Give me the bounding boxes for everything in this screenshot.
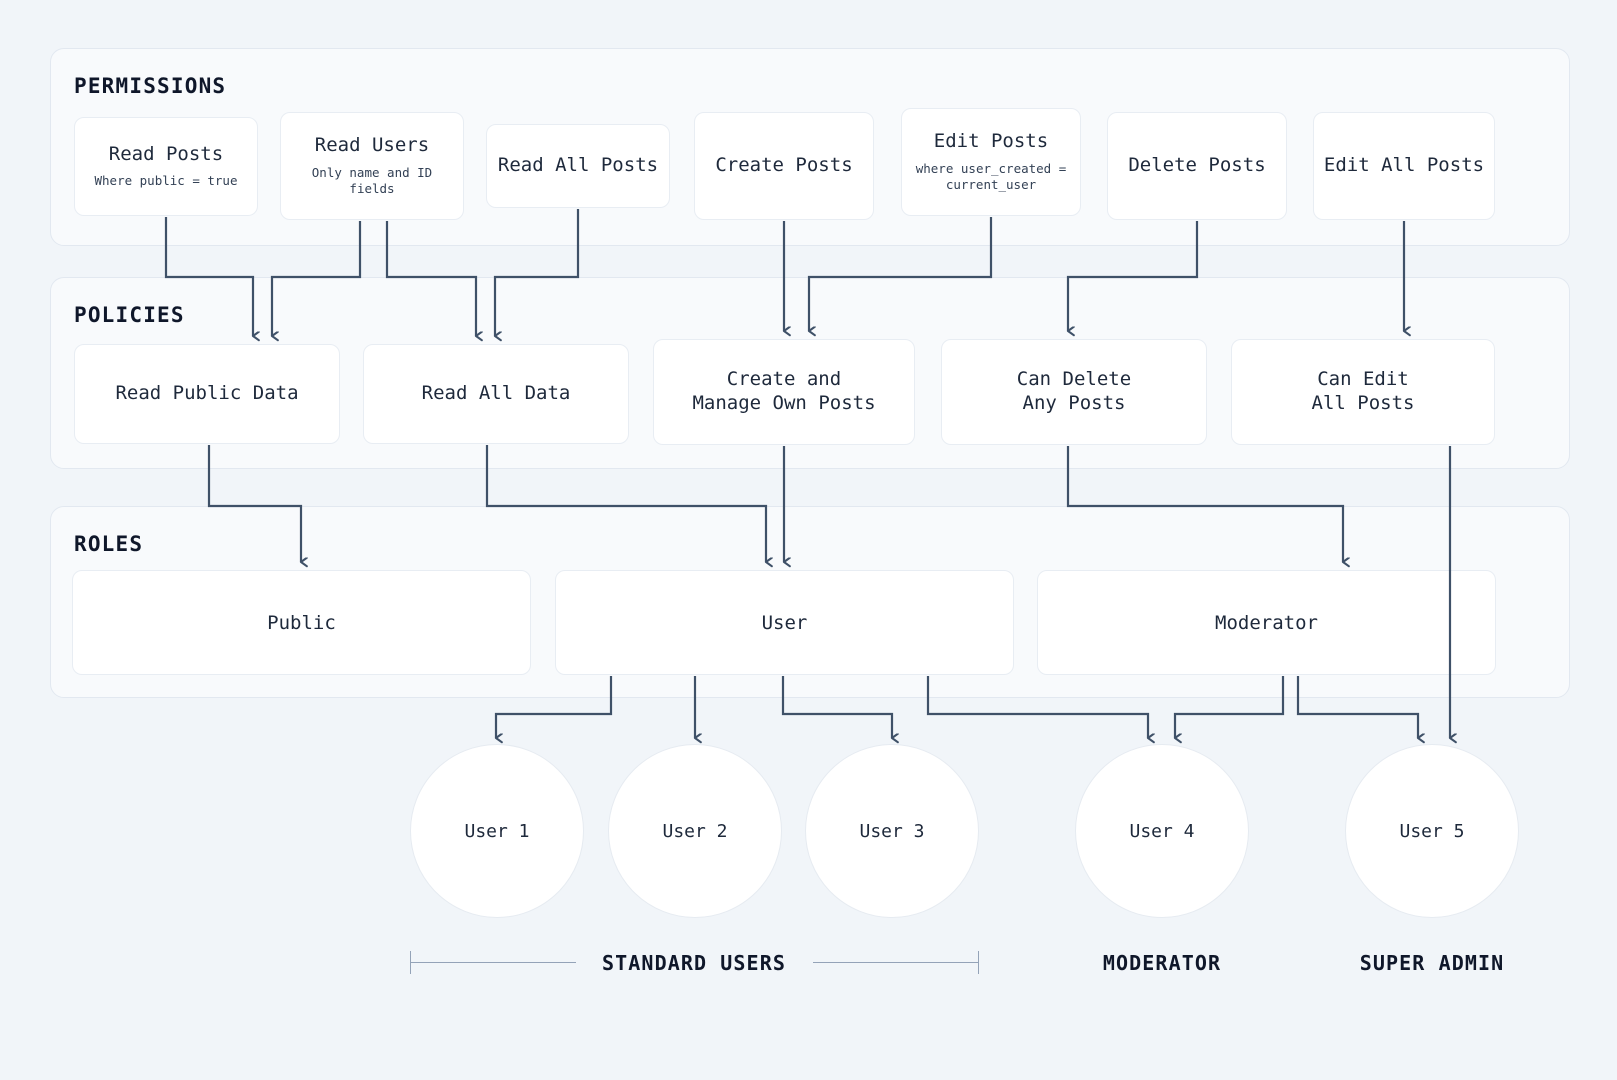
permission-card-create-posts[interactable]: Create Posts — [694, 112, 874, 220]
permission-subtitle: where user_created = current_user — [915, 160, 1067, 193]
permission-card-read-users[interactable]: Read Users Only name and ID fields — [280, 112, 464, 220]
standard-users-bracket-left-cap — [410, 951, 411, 974]
group-label-super-admin: SUPER ADMIN — [1359, 951, 1505, 975]
roles-heading: ROLES — [74, 532, 144, 556]
policy-card-read-all-data[interactable]: Read All Data — [363, 344, 629, 444]
permission-card-read-all-posts[interactable]: Read All Posts — [486, 124, 670, 208]
policy-title: Create and Manage Own Posts — [692, 368, 876, 414]
policy-card-create-manage-own-posts[interactable]: Create and Manage Own Posts — [653, 339, 915, 445]
permission-title: Edit All Posts — [1323, 154, 1485, 177]
standard-users-bracket-left-line — [410, 962, 576, 963]
permission-title: Delete Posts — [1128, 154, 1266, 177]
policy-card-can-edit-all-posts[interactable]: Can Edit All Posts — [1231, 339, 1495, 445]
user-circle-3[interactable]: User 3 — [805, 744, 979, 918]
group-label-standard-users: STANDARD USERS — [602, 951, 786, 975]
permission-card-edit-all-posts[interactable]: Edit All Posts — [1313, 112, 1495, 220]
user-circle-1[interactable]: User 1 — [410, 744, 584, 918]
user-circle-5[interactable]: User 5 — [1345, 744, 1519, 918]
permission-title: Create Posts — [715, 154, 853, 177]
permission-title: Edit Posts — [933, 129, 1049, 152]
role-box-moderator[interactable]: Moderator — [1037, 570, 1496, 675]
policy-title: Read All Data — [421, 382, 571, 405]
user-circle-2[interactable]: User 2 — [608, 744, 782, 918]
permission-subtitle: Only name and ID fields — [311, 164, 433, 197]
permission-card-edit-posts[interactable]: Edit Posts where user_created = current_… — [901, 108, 1081, 216]
standard-users-bracket-right-cap — [978, 951, 979, 974]
permission-title: Read Posts — [108, 142, 224, 165]
permission-card-read-posts[interactable]: Read Posts Where public = true — [74, 117, 258, 216]
role-box-user[interactable]: User — [555, 570, 1014, 675]
permission-title: Read All Posts — [497, 154, 659, 177]
policy-title: Read Public Data — [115, 382, 299, 405]
permission-subtitle: Where public = true — [94, 173, 238, 189]
policies-heading: POLICIES — [74, 303, 185, 327]
permission-title: Read Users — [314, 133, 430, 156]
policy-card-read-public-data[interactable]: Read Public Data — [74, 344, 340, 444]
standard-users-bracket-right-line — [813, 962, 979, 963]
policy-title: Can Delete Any Posts — [1016, 368, 1132, 414]
policy-card-can-delete-any-posts[interactable]: Can Delete Any Posts — [941, 339, 1207, 445]
policy-title: Can Edit All Posts — [1311, 368, 1415, 414]
permission-card-delete-posts[interactable]: Delete Posts — [1107, 112, 1287, 220]
group-label-moderator: MODERATOR — [1102, 951, 1222, 975]
permissions-heading: PERMISSIONS — [74, 74, 227, 98]
role-box-public[interactable]: Public — [72, 570, 531, 675]
user-circle-4[interactable]: User 4 — [1075, 744, 1249, 918]
